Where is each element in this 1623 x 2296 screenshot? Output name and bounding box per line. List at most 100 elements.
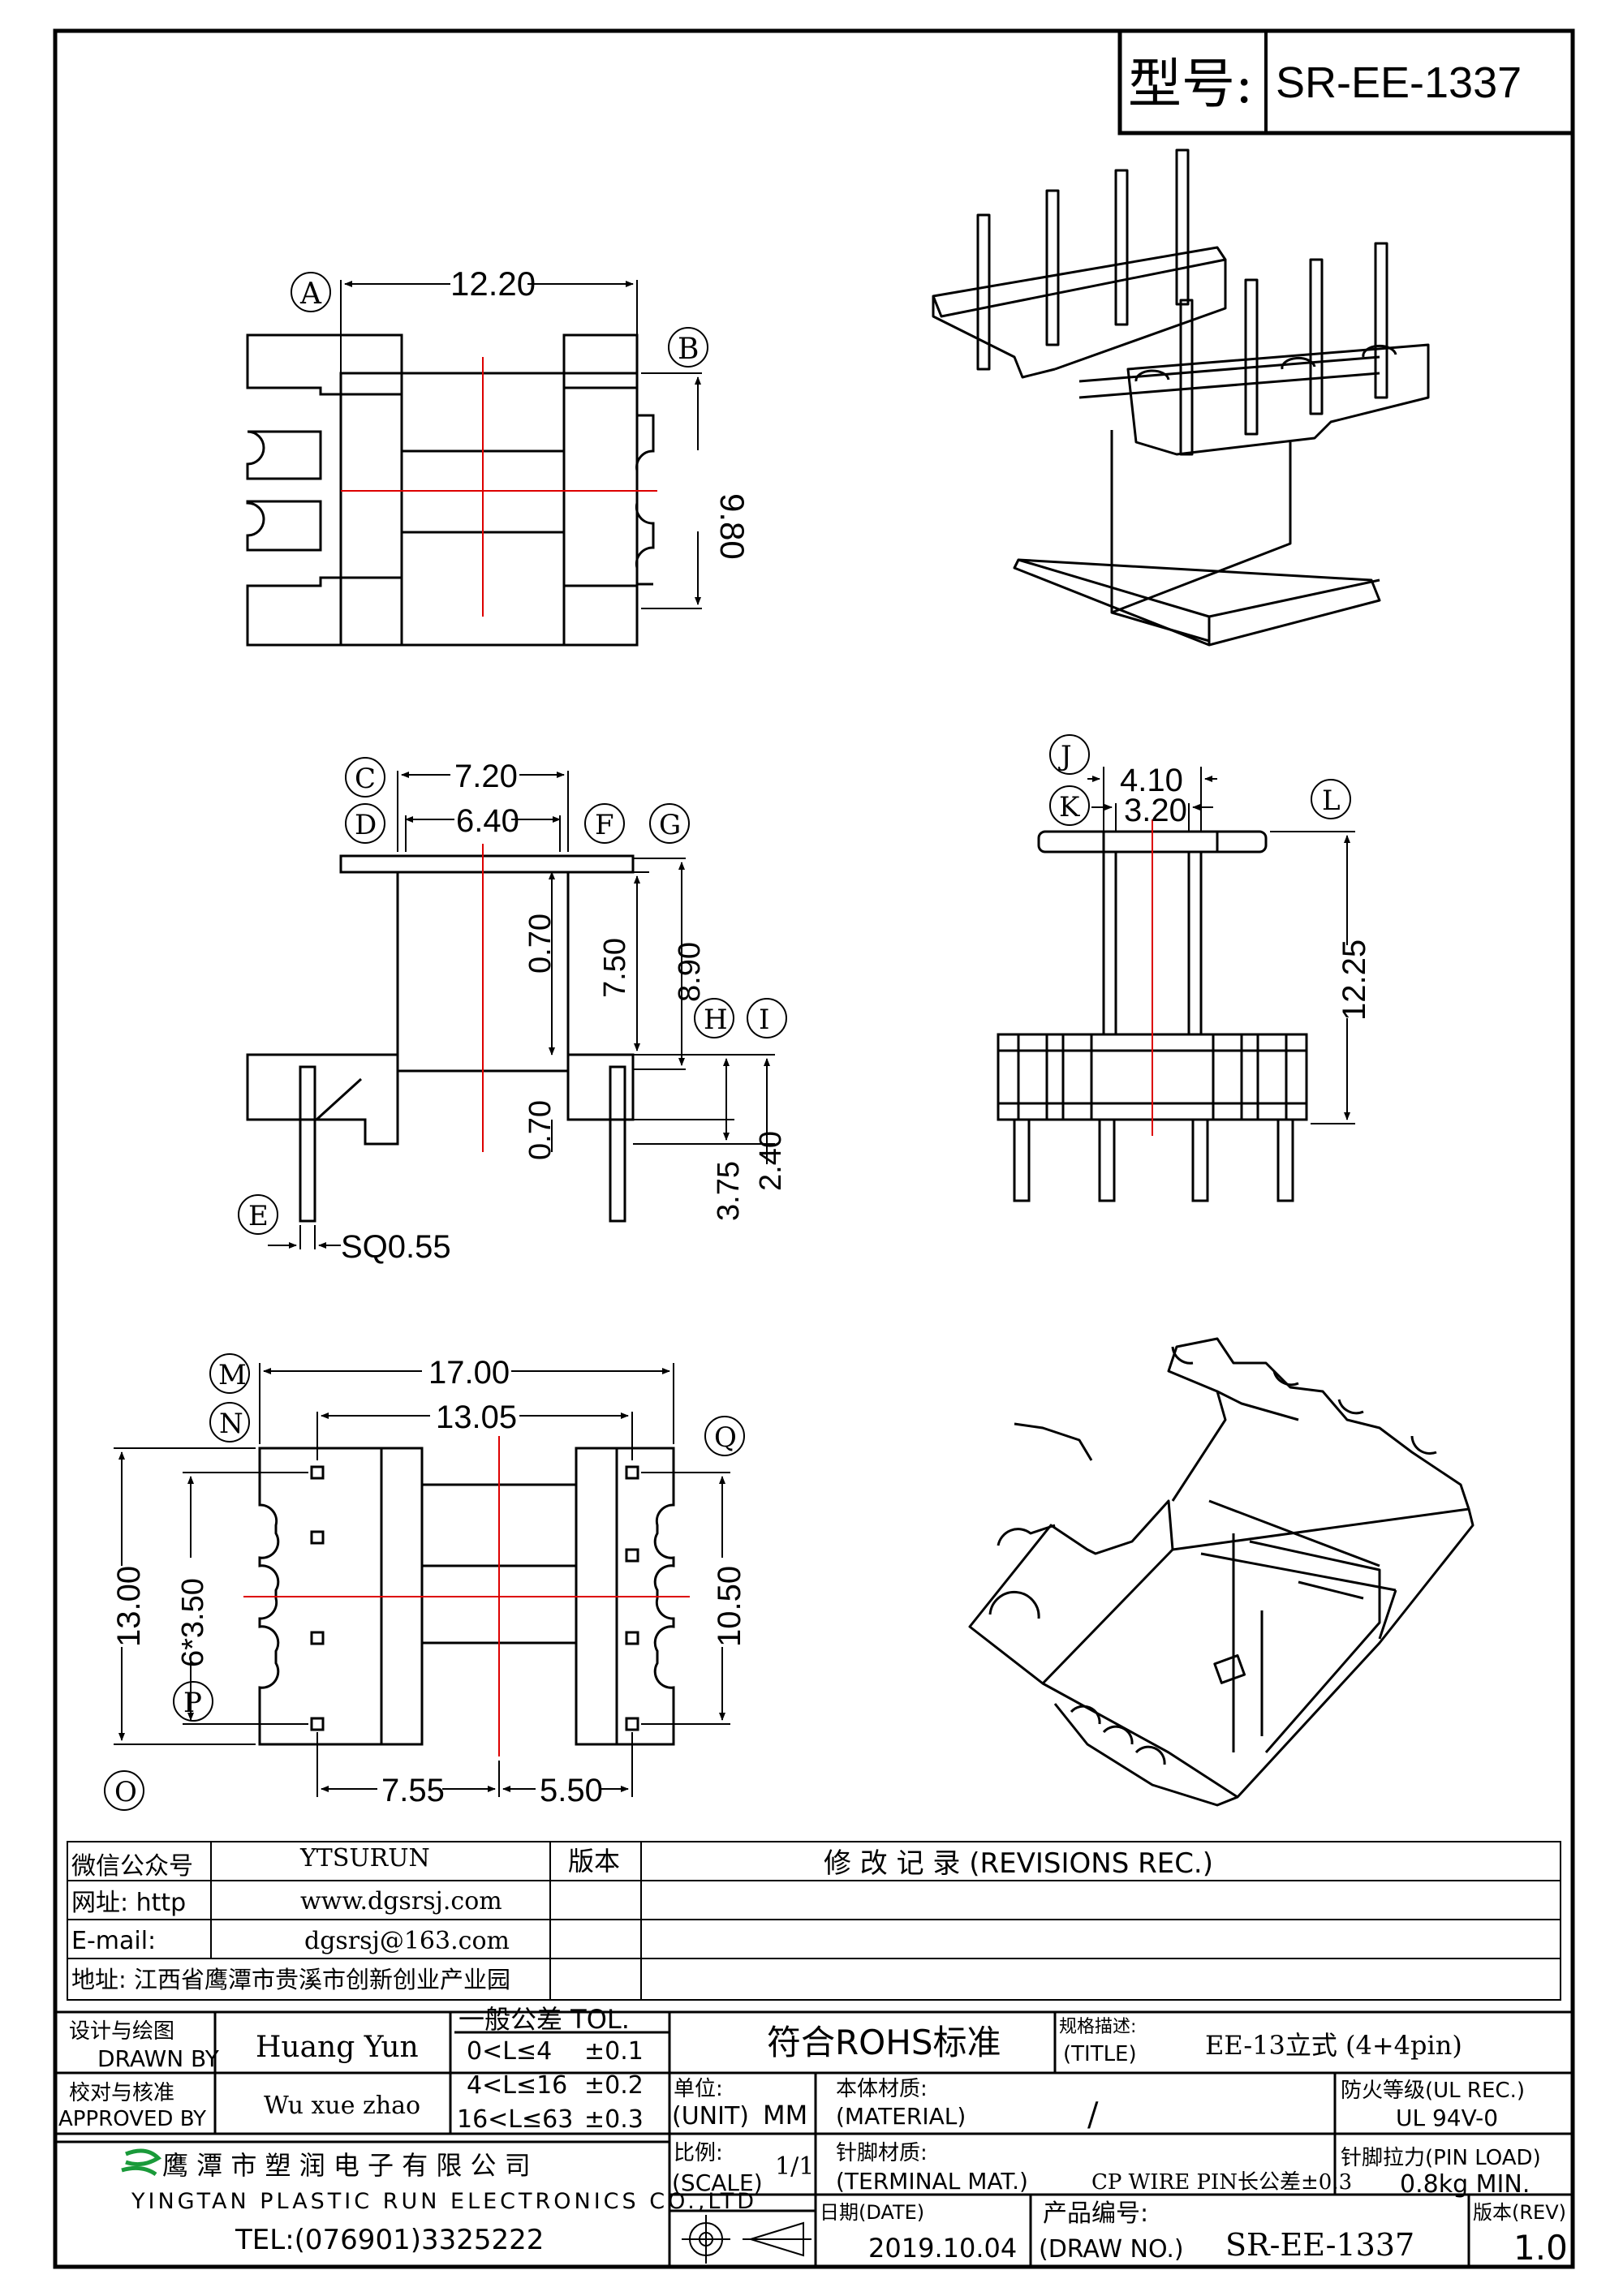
title-value: EE-13立式 (4+4pin) bbox=[1205, 2030, 1462, 2061]
drawno-value: SR-EE-1337 bbox=[1225, 2227, 1414, 2263]
bottom-dim-17-00: 17.00 bbox=[428, 1355, 510, 1391]
isometric-bottom-view bbox=[968, 1337, 1474, 1807]
side-view bbox=[997, 734, 1355, 1202]
bottom-dim-10-50: 10.50 bbox=[712, 1566, 747, 1647]
top-dim-height: 9.80 bbox=[713, 493, 751, 560]
callout-o: O bbox=[114, 1776, 137, 1808]
unit-label-cn: 单位: bbox=[674, 2077, 723, 2101]
version-label: 版本 bbox=[568, 1846, 620, 1877]
company-tel: TEL:(076901)3325222 bbox=[235, 2224, 544, 2256]
company-name-cn: 鹰 潭 市 塑 润 电 子 有 限 公 司 bbox=[162, 2150, 531, 2181]
front-pin-size: SQ0.55 bbox=[341, 1229, 451, 1265]
bottom-dim-7-55: 7.55 bbox=[381, 1773, 445, 1808]
terminal-label-en: (TERMINAL MAT.) bbox=[836, 2168, 1028, 2195]
approved-label-en: APPROVED BY bbox=[58, 2107, 206, 2131]
ul-value: UL 94V-0 bbox=[1396, 2105, 1498, 2131]
bottom-view bbox=[104, 1353, 745, 1811]
revision-table bbox=[67, 1841, 1561, 2001]
front-dim-d: 6.40 bbox=[456, 803, 519, 839]
side-dim-height: 12.25 bbox=[1337, 939, 1372, 1021]
pin-load-value: 0.8kg MIN. bbox=[1400, 2170, 1530, 2199]
material-label-en: (MATERIAL) bbox=[836, 2103, 966, 2130]
bottom-dim-pitch: 6*3.50 bbox=[176, 1578, 210, 1667]
website-label: 网址: http bbox=[71, 1889, 186, 1917]
callout-f: F bbox=[595, 809, 614, 841]
tol-title: 一般公差 TOL. bbox=[458, 2004, 630, 2035]
front-dim-inner: 7.50 bbox=[598, 938, 632, 998]
address: 地址: 江西省鹰潭市贵溪市创新创业产业园 bbox=[71, 1966, 510, 1993]
bottom-dim-13-05: 13.05 bbox=[436, 1400, 517, 1435]
drawno-label-en: (DRAW NO.) bbox=[1039, 2235, 1184, 2264]
wechat-value: YTSURUN bbox=[299, 1844, 430, 1872]
isometric-top-view bbox=[932, 148, 1430, 647]
callout-i: I bbox=[759, 1004, 769, 1036]
model-label: 型号: bbox=[1128, 53, 1253, 115]
approved-value: Wu xue zhao bbox=[264, 2092, 420, 2120]
outer-border bbox=[53, 28, 1575, 2269]
company-name-en: YINGTAN PLASTIC RUN ELECTRONICS CO.,LTD bbox=[131, 2189, 757, 2214]
callout-e: E bbox=[248, 1200, 269, 1232]
side-dim-4-10: 4.10 bbox=[1120, 763, 1183, 798]
model-value: SR-EE-1337 bbox=[1276, 58, 1522, 107]
callout-d: D bbox=[355, 809, 377, 841]
top-dim-width: 12.20 bbox=[450, 264, 536, 303]
callout-m: M bbox=[218, 1359, 247, 1391]
email-label: E-mail: bbox=[71, 1927, 156, 1955]
title-label-cn: 规格描述: bbox=[1059, 2017, 1136, 2037]
tol-value-3: ±0.3 bbox=[584, 2105, 644, 2134]
callout-j: J bbox=[1058, 740, 1072, 772]
callout-g: G bbox=[659, 809, 681, 841]
top-view bbox=[246, 272, 708, 647]
date-value: 2019.10.04 bbox=[868, 2233, 1017, 2264]
tol-value-1: ±0.1 bbox=[584, 2037, 644, 2066]
terminal-label-cn: 针脚材质: bbox=[836, 2141, 928, 2165]
drawn-value: Huang Yun bbox=[256, 2031, 419, 2064]
unit-value: MM bbox=[763, 2100, 807, 2130]
rev-value: 1.0 bbox=[1513, 2228, 1568, 2268]
drawno-label-cn: 产品编号: bbox=[1043, 2199, 1148, 2228]
callout-n: N bbox=[219, 1408, 243, 1440]
front-dim-c: 7.20 bbox=[454, 759, 518, 794]
pin-load-label: 针脚拉力(PIN LOAD) bbox=[1341, 2146, 1541, 2170]
callout-b: B bbox=[678, 333, 699, 366]
bottom-dim-13-00: 13.00 bbox=[111, 1566, 147, 1647]
callout-c: C bbox=[355, 763, 376, 795]
email-value: dgsrsj@163.com bbox=[304, 1927, 510, 1955]
side-dim-3-20: 3.20 bbox=[1124, 793, 1187, 828]
revisions-title: 修 改 记 录 (REVISIONS REC.) bbox=[824, 1847, 1213, 1880]
front-dim-total: 8.90 bbox=[673, 942, 707, 1002]
rohs-label: 符合ROHS标准 bbox=[767, 2023, 1001, 2062]
callout-a: A bbox=[299, 277, 322, 311]
terminal-value: CP WIRE PIN长公差±0.3 bbox=[1091, 2170, 1352, 2195]
callout-p: P bbox=[183, 1687, 202, 1719]
front-dim-3-75: 3.75 bbox=[712, 1161, 746, 1221]
title-label-en: (TITLE) bbox=[1063, 2042, 1137, 2066]
wechat-label: 微信公众号 bbox=[71, 1852, 193, 1881]
front-dim-2-40: 2.40 bbox=[754, 1131, 788, 1191]
unit-label-en: (UNIT) bbox=[672, 2102, 749, 2130]
material-value: / bbox=[1087, 2096, 1099, 2134]
tol-range-1: 0<L≤4 bbox=[467, 2037, 552, 2066]
bottom-dim-5-50: 5.50 bbox=[540, 1773, 603, 1808]
tol-value-2: ±0.2 bbox=[584, 2071, 644, 2100]
material-label-cn: 本体材质: bbox=[836, 2077, 928, 2101]
website-value: www.dgsrsj.com bbox=[300, 1887, 502, 1915]
ul-label: 防火等级(UL REC.) bbox=[1341, 2079, 1525, 2103]
callout-h: H bbox=[704, 1004, 728, 1036]
tol-range-3: 16<L≤63 bbox=[457, 2105, 573, 2134]
rev-label: 版本(REV) bbox=[1473, 2201, 1566, 2224]
scale-value: 1/1 bbox=[775, 2152, 814, 2181]
front-dim-flange-bottom: 0.70 bbox=[523, 1100, 558, 1160]
scale-label-cn: 比例: bbox=[674, 2141, 723, 2165]
company-logo-icon bbox=[121, 2148, 162, 2177]
tol-range-2: 4<L≤16 bbox=[467, 2071, 567, 2100]
drawn-label-cn: 设计与绘图 bbox=[69, 2019, 174, 2044]
model-header: 型号: SR-EE-1337 bbox=[1117, 28, 1575, 135]
callout-q: Q bbox=[714, 1421, 737, 1454]
callout-l: L bbox=[1322, 785, 1341, 817]
front-dim-flange-top: 0.70 bbox=[523, 914, 558, 974]
scale-label-en: (SCALE) bbox=[672, 2169, 763, 2196]
approved-label-cn: 校对与核准 bbox=[69, 2081, 174, 2105]
front-view bbox=[238, 757, 787, 1249]
